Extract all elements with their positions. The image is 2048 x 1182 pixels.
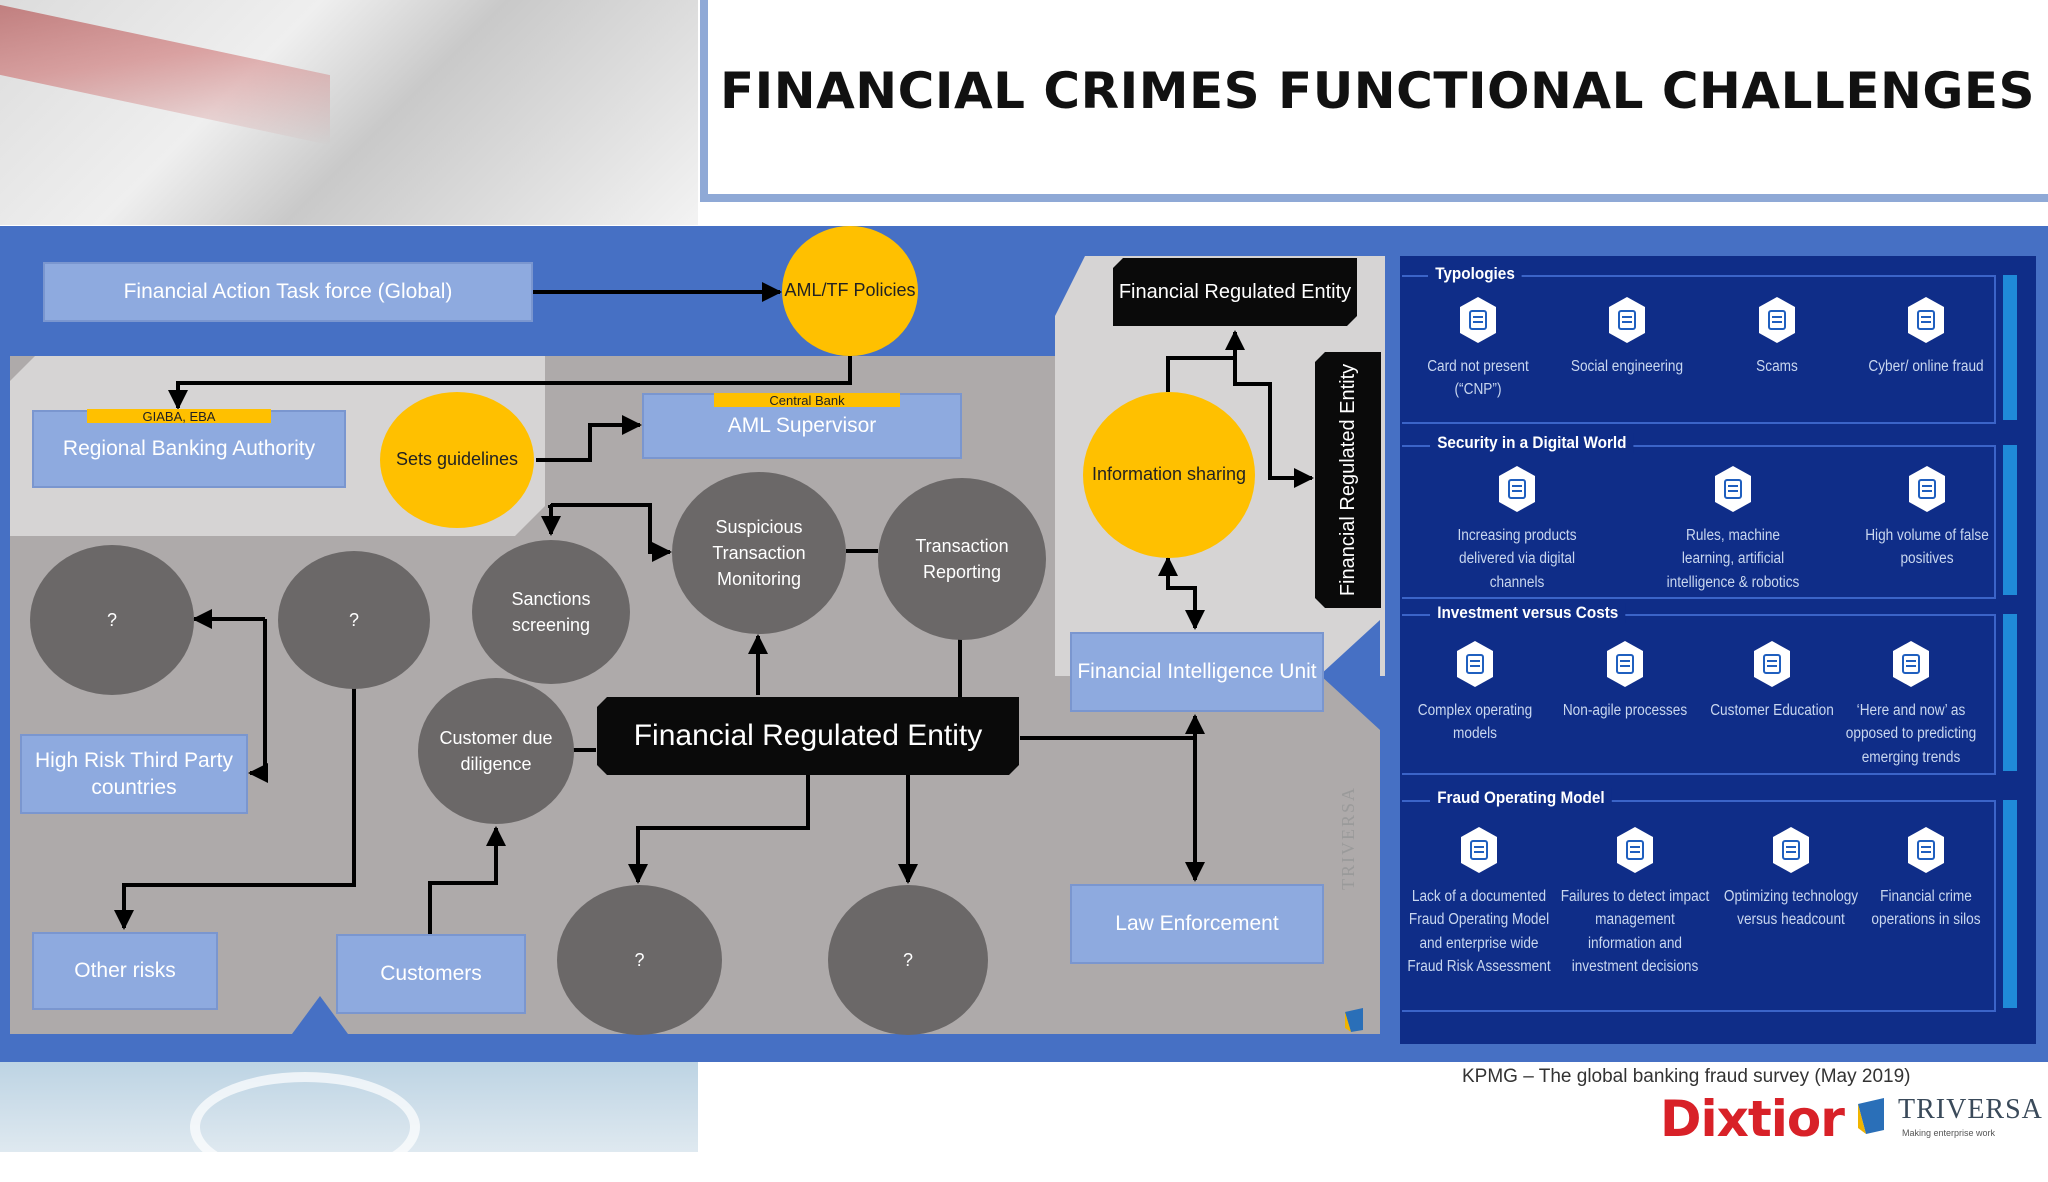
fatf-box: Financial Action Task force (Global) bbox=[43, 262, 533, 322]
transaction-reporting-circle: Transaction Reporting bbox=[878, 478, 1046, 640]
challenge-item-label: Card not present (“CNP”) bbox=[1427, 358, 1529, 399]
page-title: FINANCIAL CRIMES FUNCTIONAL CHALLENGES bbox=[720, 62, 2036, 120]
balance-scale-icon bbox=[1893, 641, 1929, 687]
customers-box: Customers bbox=[336, 934, 526, 1014]
challenge-item: Card not present (“CNP”) bbox=[1393, 296, 1563, 402]
information-sharing-circle: Information sharing bbox=[1083, 392, 1255, 558]
challenge-item: ‘Here and now’ as opposed to predicting … bbox=[1826, 640, 1996, 769]
section-frame-investment bbox=[1402, 614, 1996, 775]
challenge-item-label: Failures to detect impact management inf… bbox=[1560, 888, 1710, 975]
challenge-item-label: ‘Here and now’ as opposed to predicting … bbox=[1845, 702, 1977, 766]
triversa-logo-icon bbox=[1858, 1098, 1884, 1134]
challenge-item-label: Customer Education bbox=[1710, 702, 1834, 719]
challenge-item-label: Non-agile processes bbox=[1562, 702, 1688, 719]
challenge-item-label: Rules, machine learning, artificial inte… bbox=[1666, 527, 1800, 591]
unknown-node-3: ? bbox=[557, 885, 722, 1035]
silo-operations-icon bbox=[1908, 827, 1944, 873]
challenge-item: Lack of a documented Fraud Operating Mod… bbox=[1394, 826, 1564, 978]
fre-center-box: Financial Regulated Entity bbox=[597, 697, 1019, 775]
impact-management-icon bbox=[1617, 827, 1653, 873]
other-risks-box: Other risks bbox=[32, 932, 218, 1010]
background-photo-top bbox=[0, 0, 698, 225]
fre-top-box: Financial Regulated Entity bbox=[1113, 258, 1357, 326]
sets-guidelines-circle: Sets guidelines bbox=[380, 392, 534, 528]
challenge-item: Failures to detect impact management inf… bbox=[1550, 826, 1720, 978]
challenge-item: Increasing products delivered via digita… bbox=[1432, 465, 1602, 594]
central-bank-label: Central Bank bbox=[714, 393, 900, 408]
suspicious-transaction-monitoring-circle: Suspicious Transaction Monitoring bbox=[672, 472, 846, 634]
challenge-item-label: Increasing products delivered via digita… bbox=[1457, 527, 1577, 591]
challenge-item: Scams bbox=[1692, 296, 1862, 378]
challenge-item: High volume of false positives bbox=[1842, 465, 2012, 571]
section-bar-investment bbox=[2003, 614, 2017, 771]
giaba-label: GIABA, EBA bbox=[87, 409, 271, 424]
regional-banking-authority-box: Regional Banking Authority bbox=[32, 410, 346, 488]
section-bar-security bbox=[2003, 445, 2017, 595]
triversa-watermark-icon bbox=[1345, 1008, 1363, 1032]
section-frame-typologies bbox=[1402, 275, 1996, 424]
customer-education-icon bbox=[1754, 641, 1790, 687]
section-title-investment: Investment versus Costs bbox=[1430, 603, 1626, 623]
ai-robotics-icon bbox=[1715, 466, 1751, 512]
source-citation: KPMG – The global banking fraud survey (… bbox=[1462, 1066, 1911, 1087]
non-agile-icon bbox=[1607, 641, 1643, 687]
dixtior-logo: Dixtior bbox=[1660, 1090, 1845, 1148]
challenge-item-label: High volume of false positives bbox=[1865, 527, 1989, 568]
challenge-item: Non-agile processes bbox=[1540, 640, 1710, 722]
section-title-typologies: Typologies bbox=[1428, 264, 1523, 284]
financial-intelligence-unit-box: Financial Intelligence Unit bbox=[1070, 632, 1324, 712]
operating-models-icon bbox=[1457, 641, 1493, 687]
challenge-item: Social engineering bbox=[1542, 296, 1712, 378]
challenge-item-label: Scams bbox=[1756, 358, 1798, 375]
section-bar-fraud-model bbox=[2003, 800, 2017, 1008]
challenge-item: Rules, machine learning, artificial inte… bbox=[1648, 465, 1818, 594]
law-enforcement-box: Law Enforcement bbox=[1070, 884, 1324, 964]
section-title-fraud-model: Fraud Operating Model bbox=[1430, 788, 1612, 808]
fre-side-label: Financial Regulated Entity bbox=[1337, 363, 1360, 597]
challenge-item: Optimizing technology versus headcount bbox=[1706, 826, 1876, 932]
document-icon bbox=[1461, 827, 1497, 873]
challenge-item-label: Optimizing technology versus headcount bbox=[1723, 888, 1859, 929]
aml-policies-circle: AML/TF Policies bbox=[782, 226, 918, 356]
challenge-item: Financial crime operations in silos bbox=[1841, 826, 2011, 932]
challenge-item: Complex operating models bbox=[1390, 640, 1560, 746]
high-risk-countries-box: High Risk Third Party countries bbox=[20, 734, 248, 814]
section-title-security: Security in a Digital World bbox=[1430, 433, 1634, 453]
false-positives-icon bbox=[1909, 466, 1945, 512]
title-box bbox=[700, 0, 2048, 202]
triversa-watermark: TRIVERSA bbox=[1338, 785, 1358, 890]
triversa-logo-text: TRIVERSA bbox=[1898, 1094, 2043, 1125]
challenge-item: Customer Education bbox=[1687, 640, 1857, 722]
unknown-node-4: ? bbox=[828, 885, 988, 1035]
fre-side-box: Financial Regulated Entity bbox=[1315, 352, 1381, 608]
challenge-item-label: Cyber/ online fraud bbox=[1868, 358, 1984, 375]
section-bar-typologies bbox=[2003, 275, 2017, 420]
cyber-fraud-icon bbox=[1908, 297, 1944, 343]
background-photo-bottom bbox=[0, 1060, 698, 1182]
challenges-panel bbox=[1400, 256, 2036, 1044]
challenge-item-label: Social engineering bbox=[1570, 358, 1684, 375]
section-frame-security bbox=[1402, 445, 1996, 599]
credit-card-icon bbox=[1460, 297, 1496, 343]
challenge-item-label: Lack of a documented Fraud Operating Mod… bbox=[1407, 888, 1551, 975]
challenge-item: Cyber/ online fraud bbox=[1841, 296, 2011, 378]
challenge-item-label: Financial crime operations in silos bbox=[1871, 888, 1981, 929]
unknown-node-2: ? bbox=[278, 551, 430, 689]
triversa-tagline: Making enterprise work bbox=[1902, 1128, 1996, 1138]
social-engineering-icon bbox=[1609, 297, 1645, 343]
scam-icon bbox=[1759, 297, 1795, 343]
digital-channels-icon bbox=[1499, 466, 1535, 512]
customer-due-diligence-circle: Customer due diligence bbox=[418, 678, 574, 824]
section-frame-fraud-model bbox=[1402, 800, 1996, 1012]
unknown-node-1: ? bbox=[30, 545, 194, 695]
challenge-item-label: Complex operating models bbox=[1417, 702, 1533, 743]
optimization-icon bbox=[1773, 827, 1809, 873]
sanctions-screening-circle: Sanctions screening bbox=[472, 540, 630, 684]
